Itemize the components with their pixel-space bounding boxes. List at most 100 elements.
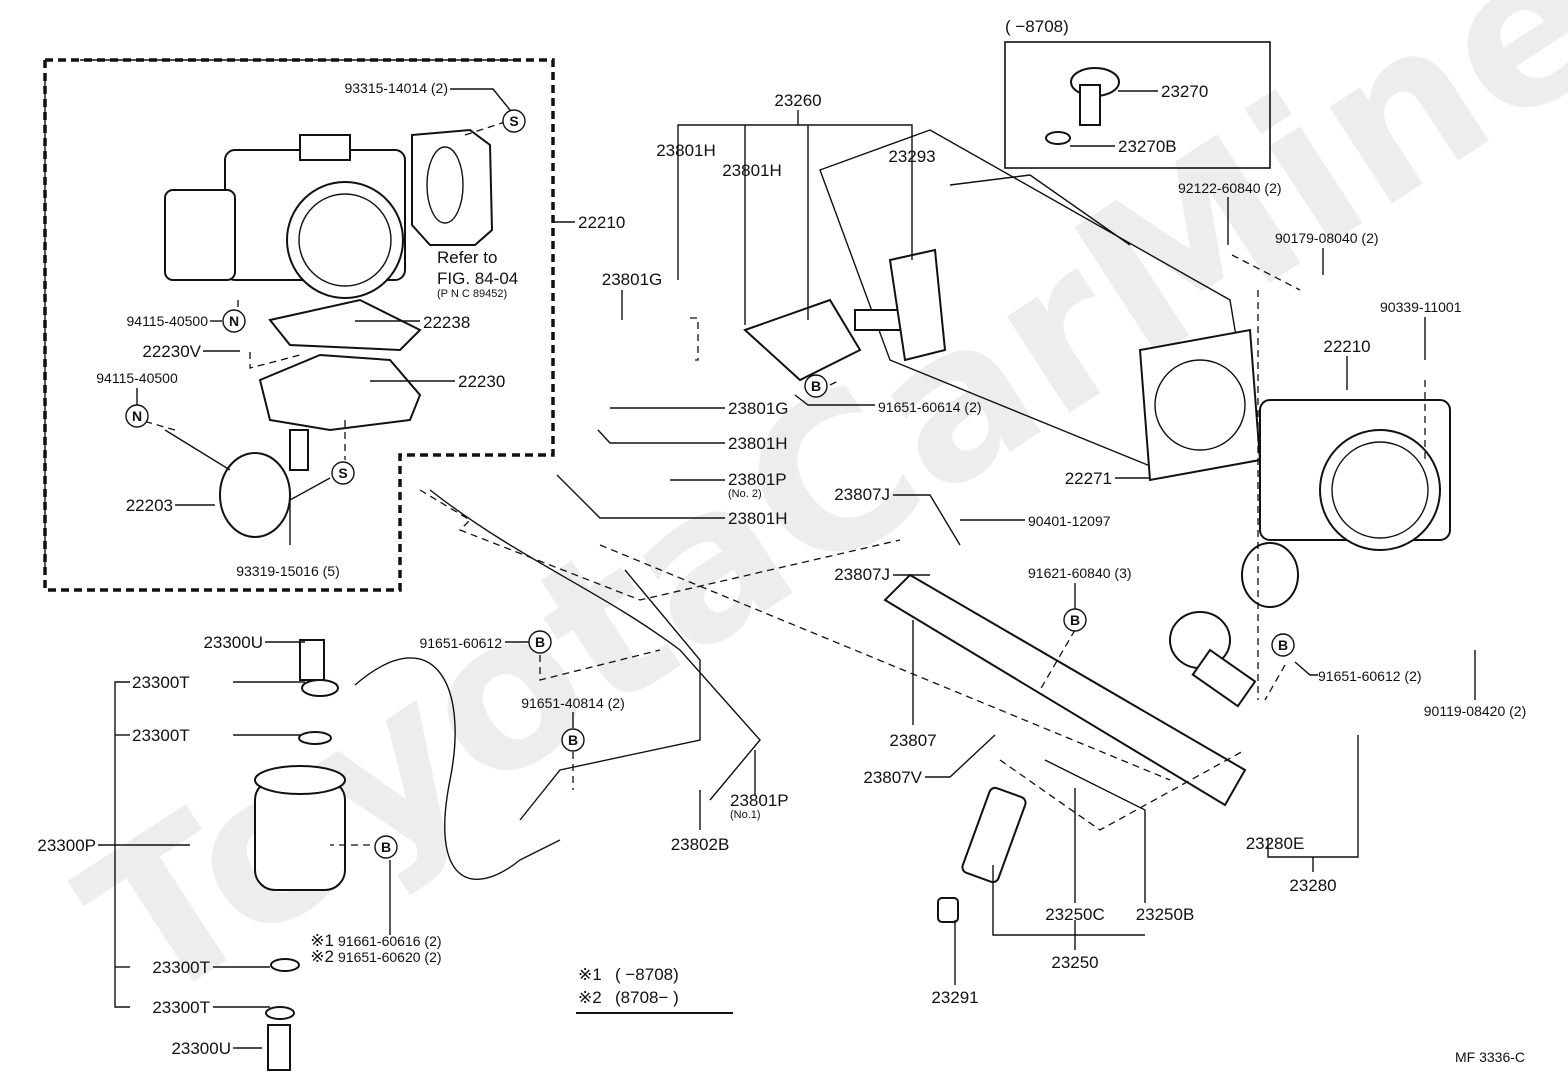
part-label-22230V: 22230V (142, 342, 201, 361)
part-label-23270: 23270 (1161, 82, 1208, 101)
part-label-23291: 23291 (931, 988, 978, 1007)
part-label-23801H-b: 23801H (722, 161, 782, 180)
marker-b-regulator: B (1271, 633, 1295, 657)
svg-text:B: B (535, 634, 545, 650)
part-label-93319-15016: 93319-15016 (5) (236, 563, 340, 579)
part-label-23807J-a: 23807J (834, 485, 890, 504)
part-label-23280: 23280 (1289, 876, 1336, 895)
gasket-22271 (1138, 328, 1262, 482)
footnote-mark-1: ※1 (578, 965, 602, 984)
injector-23250 (937, 786, 1027, 923)
marker-s-lower: S (331, 461, 355, 485)
part-label-23300U-a: 23300U (203, 633, 263, 652)
marker-b-clamp: B (561, 728, 585, 752)
part-label-23280E: 23280E (1246, 834, 1305, 853)
inset-title: ( −8708) (1005, 17, 1069, 36)
part-label-23807: 23807 (889, 731, 936, 750)
part-label-23801P-2: 23801P (728, 470, 787, 489)
part-label-23270B: 23270B (1118, 137, 1177, 156)
part-label-23293: 23293 (888, 147, 935, 166)
dashed-guides (139, 121, 1426, 846)
svg-text:S: S (509, 113, 518, 129)
marker-b-rail: B (1063, 608, 1087, 632)
marker-b-filter-hose: B (528, 630, 552, 654)
pressure-regulator-23270 (1045, 67, 1120, 145)
part-label-23801H-a: 23801H (656, 141, 716, 160)
part-label-22210-left: 22210 (578, 213, 625, 232)
part-label-23250B: 23250B (1136, 905, 1195, 924)
part-label-91651-60612-a: 91651-60612 (419, 635, 502, 651)
part-label-sub-23801P-2: (No. 2) (728, 488, 762, 500)
part-label-91651-60612-b: 91651-60612 (2) (1318, 668, 1422, 684)
part-label-23300T-d: 23300T (152, 998, 210, 1017)
refer-to-line2: FIG. 84-04 (437, 269, 518, 288)
footnote-text-2: (8708− ) (615, 988, 679, 1007)
svg-text:B: B (1070, 612, 1080, 628)
refer-to-line3: (P N C 89452) (437, 288, 507, 300)
part-label-91661-60616: 91661-60616 (2) (338, 933, 442, 949)
part-label-23801G-b: 23801G (728, 399, 789, 418)
part-label-91651-60620: 91651-60620 (2) (338, 949, 442, 965)
part-label-23807V: 23807V (863, 768, 922, 787)
svg-text:B: B (381, 839, 391, 855)
part-label-23300T-a: 23300T (132, 673, 190, 692)
footnote-text-1: ( −8708) (615, 965, 679, 984)
part-label-23807J-b: 23807J (834, 565, 890, 584)
air-valve-22230 (258, 353, 422, 471)
part-label-22230: 22230 (458, 372, 505, 391)
part-label-92122-60840: 92122-60840 (2) (1178, 180, 1282, 196)
pulsation-damper-23280 (1169, 611, 1257, 708)
part-label-22210-right: 22210 (1323, 337, 1370, 356)
part-label-mark-91651-60620: ※2 (310, 947, 334, 966)
marker-b-delivery: B (804, 374, 828, 398)
part-label-94115-40500-a: 94115-40500 (127, 313, 209, 329)
part-label-23250C: 23250C (1045, 905, 1105, 924)
part-label-23260: 23260 (774, 91, 821, 110)
leader-lines (98, 88, 1476, 1049)
part-label-91621-60840: 91621-60840 (3) (1028, 565, 1132, 581)
air-intake-connector (411, 128, 494, 246)
figure-code: MF 3336-C (1455, 1049, 1525, 1065)
dashpot-22203 (164, 429, 291, 538)
part-label-23300T-c: 23300T (152, 958, 210, 977)
part-label-90179-08040: 90179-08040 (2) (1275, 230, 1379, 246)
marker-n-upper: N (222, 309, 246, 333)
gasket-22238 (268, 298, 422, 352)
marker-s-top: S (502, 109, 526, 133)
delivery-pipe-23807 (883, 573, 1247, 807)
part-label-23300T-b: 23300T (132, 726, 190, 745)
part-label-90119-08420: 90119-08420 (2) (1424, 703, 1526, 719)
part-label-23300P: 23300P (37, 836, 96, 855)
svg-text:N: N (132, 408, 142, 424)
part-label-22271: 22271 (1065, 469, 1112, 488)
marker-n-lower: N (125, 404, 149, 428)
svg-text:B: B (1278, 637, 1288, 653)
part-label-23801G-a: 23801G (602, 270, 663, 289)
inset-box-pressure-regulator (1004, 41, 1271, 169)
footnote-mark-2: ※2 (578, 988, 602, 1007)
cold-start-injector (743, 248, 947, 382)
part-label-23801H-c: 23801H (728, 434, 788, 453)
throttle-body-right (1241, 399, 1451, 608)
marker-b-filter: B (374, 835, 398, 859)
svg-text:S: S (338, 465, 347, 481)
fuel-filter-23300 (254, 639, 346, 1071)
svg-text:N: N (229, 313, 239, 329)
part-label-90401-12097: 90401-12097 (1028, 513, 1111, 529)
part-label-sub-23801P-1: (No.1) (730, 809, 761, 821)
refer-to-line1: Refer to (437, 248, 497, 267)
svg-text:B: B (811, 378, 821, 394)
fuel-lines (354, 489, 761, 880)
throttle-body-left (164, 134, 406, 299)
part-label-22238: 22238 (423, 313, 470, 332)
part-label-91651-40814: 91651-40814 (2) (521, 695, 625, 711)
part-label-94115-40500-b: 94115-40500 (96, 370, 178, 386)
svg-text:B: B (568, 732, 578, 748)
part-label-22203: 22203 (126, 496, 173, 515)
part-label-mark-91661-60616: ※1 (310, 931, 334, 950)
part-label-91651-60614: 91651-60614 (2) (878, 399, 982, 415)
part-label-23802B: 23802B (671, 835, 730, 854)
part-label-23801H-d: 23801H (728, 509, 788, 528)
part-label-90339-11001: 90339-11001 (1380, 299, 1462, 315)
